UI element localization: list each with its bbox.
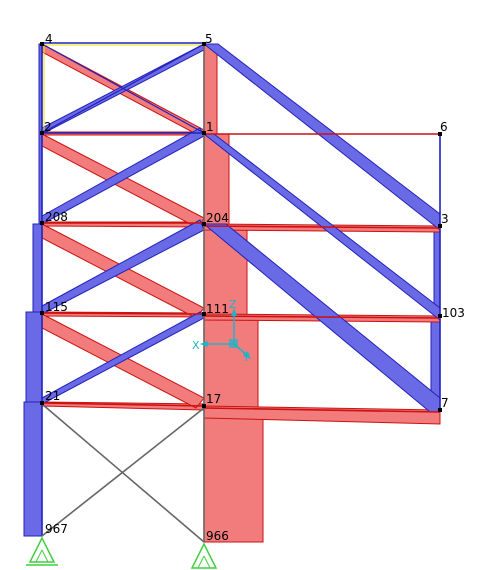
node-label-1[interactable]: 1 — [206, 120, 214, 134]
node-label-208[interactable]: 208 — [45, 210, 68, 224]
node-marker[interactable] — [438, 314, 442, 318]
node-marker[interactable] — [438, 224, 442, 228]
node-label-111[interactable]: 111 — [206, 302, 229, 316]
node-label-967[interactable]: 967 — [45, 522, 68, 536]
axis-z-label: Z — [229, 298, 237, 311]
node-label-103[interactable]: 103 — [442, 306, 465, 320]
node-marker[interactable] — [40, 221, 44, 225]
node-marker[interactable] — [202, 404, 206, 408]
pinned-support-icon[interactable] — [26, 536, 58, 566]
node-marker[interactable] — [438, 132, 442, 136]
node-marker[interactable] — [40, 131, 44, 135]
force-band-brace-5-3 — [202, 43, 441, 232]
member-beam-115-111 — [41, 312, 205, 315]
node-label-17[interactable]: 17 — [206, 392, 221, 406]
node-markers — [40, 42, 442, 412]
node-label-204[interactable]: 204 — [206, 211, 229, 225]
pinned-support-icon[interactable] — [188, 542, 220, 570]
node-label-21[interactable]: 21 — [45, 389, 60, 403]
node-label-2[interactable]: 2 — [44, 120, 52, 134]
axis-x-label: X — [192, 339, 200, 352]
force-band-left-column-mid — [25, 311, 43, 403]
member-beam-111-103 — [203, 315, 441, 319]
force-band-left-column-upper — [32, 223, 43, 313]
node-marker[interactable] — [202, 42, 206, 46]
node-label-966[interactable]: 966 — [206, 529, 229, 543]
node-label-4[interactable]: 4 — [45, 32, 53, 46]
member-brace-17-967 — [41, 407, 205, 537]
node-labels: 4 5 2 1 6 208 204 3 115 111 103 21 17 7 … — [44, 32, 465, 543]
node-label-115[interactable]: 115 — [45, 300, 68, 314]
node-marker[interactable] — [438, 408, 442, 412]
node-marker[interactable] — [40, 42, 44, 46]
node-marker[interactable] — [40, 311, 44, 315]
member-beam-17-7 — [203, 407, 441, 413]
supports — [26, 536, 220, 570]
node-label-6[interactable]: 6 — [440, 120, 448, 134]
node-label-7[interactable]: 7 — [441, 396, 449, 410]
member-beam-21-17 — [41, 402, 205, 407]
axis-y-label: Y — [242, 351, 250, 364]
member-beam-204-3 — [203, 225, 441, 229]
node-marker[interactable] — [202, 222, 206, 226]
node-label-5[interactable]: 5 — [205, 32, 213, 46]
force-diagrams — [23, 43, 441, 543]
force-band-left-column-lower — [23, 401, 43, 537]
node-label-3[interactable]: 3 — [441, 212, 449, 226]
node-marker[interactable] — [202, 131, 206, 135]
force-band-center-column-base — [203, 407, 264, 543]
axis-triad-icon: X Z Y — [192, 298, 251, 364]
node-marker[interactable] — [202, 312, 206, 316]
node-marker[interactable] — [40, 401, 44, 405]
member-brace-2-5 — [41, 43, 205, 134]
members — [41, 42, 441, 543]
